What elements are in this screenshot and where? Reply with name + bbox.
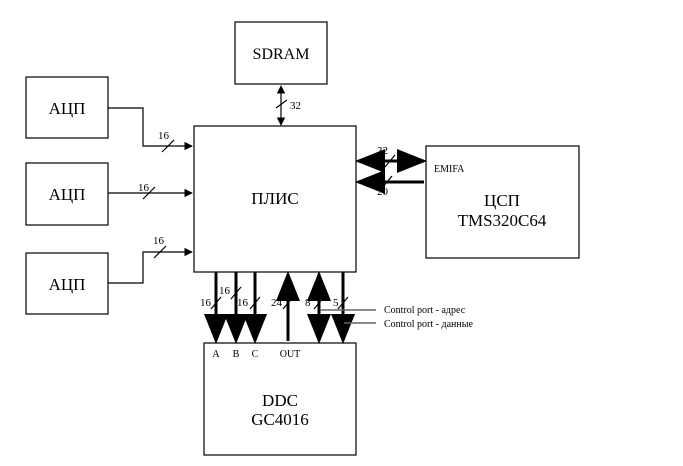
ddc-bus-a: 16: [200, 272, 228, 344]
adc-bus-3: 16: [108, 235, 193, 284]
dsp-model-label: TMS320C64: [458, 211, 547, 230]
ddc-bus-width-b: 16: [219, 285, 231, 297]
sdram-bus: 32: [275, 85, 301, 126]
dsp-bus-in: 20: [355, 170, 424, 198]
ddc-bus-out: 24: [271, 271, 300, 341]
dsp-bus-bidir: 32: [355, 145, 427, 173]
control-port-data-label: Control port - данные: [384, 319, 473, 330]
ddc-bus-width-control-data: 5: [333, 297, 339, 309]
ddc-bus-width-out: 24: [271, 297, 283, 309]
fpga-label: ПЛИС: [251, 189, 298, 208]
dsp-block: EMIFA ЦСП TMS320C64: [425, 145, 580, 259]
adc-bus-width-1: 16: [158, 130, 170, 142]
adc-bus-width-3: 16: [153, 235, 165, 247]
dsp-bus-width-out: 32: [377, 145, 388, 157]
ddc-bus-c: 16: [237, 272, 267, 344]
adc-label-3: АЦП: [49, 275, 86, 294]
ddc-port-c: C: [252, 349, 259, 360]
adc-block-2: АЦП: [25, 162, 109, 226]
sdram-bus-width: 32: [290, 100, 301, 112]
control-port-data: Control port - данные: [344, 319, 473, 330]
sdram-block: SDRAM: [234, 21, 328, 85]
ddc-bus-width-c: 16: [237, 297, 249, 309]
control-port-address-label: Control port - адрес: [384, 305, 466, 316]
adc-block-3: АЦП: [25, 252, 109, 315]
ddc-bus-b: 16: [219, 272, 248, 344]
fpga-block: ПЛИС: [193, 125, 357, 273]
adc-label-1: АЦП: [49, 99, 86, 118]
ddc-block: A B C OUT DDC GC4016: [203, 342, 357, 456]
ddc-port-b: B: [233, 349, 240, 360]
adc-bus-width-2: 16: [138, 182, 150, 194]
adc-bus-1: 16: [108, 107, 193, 153]
dsp-bus-width-in: 20: [377, 186, 389, 198]
ddc-bus-control-address: 8: [305, 271, 331, 344]
adc-label-2: АЦП: [49, 185, 86, 204]
adc-block-1: АЦП: [25, 76, 109, 139]
ddc-bus-width-control-address: 8: [305, 297, 311, 309]
ddc-model-label: GC4016: [251, 410, 309, 429]
sdram-label: SDRAM: [253, 46, 310, 63]
ddc-port-out: OUT: [280, 349, 301, 360]
ddc-bus-control-data: 5: [331, 272, 355, 344]
control-port-address: Control port - адрес: [320, 305, 466, 316]
ddc-bus-width-a: 16: [200, 297, 212, 309]
ddc-port-a: A: [212, 349, 220, 360]
dsp-label: ЦСП: [484, 191, 520, 210]
dsp-interface-label: EMIFA: [434, 164, 465, 175]
ddc-label: DDC: [262, 391, 298, 410]
adc-bus-2: 16: [108, 182, 193, 200]
